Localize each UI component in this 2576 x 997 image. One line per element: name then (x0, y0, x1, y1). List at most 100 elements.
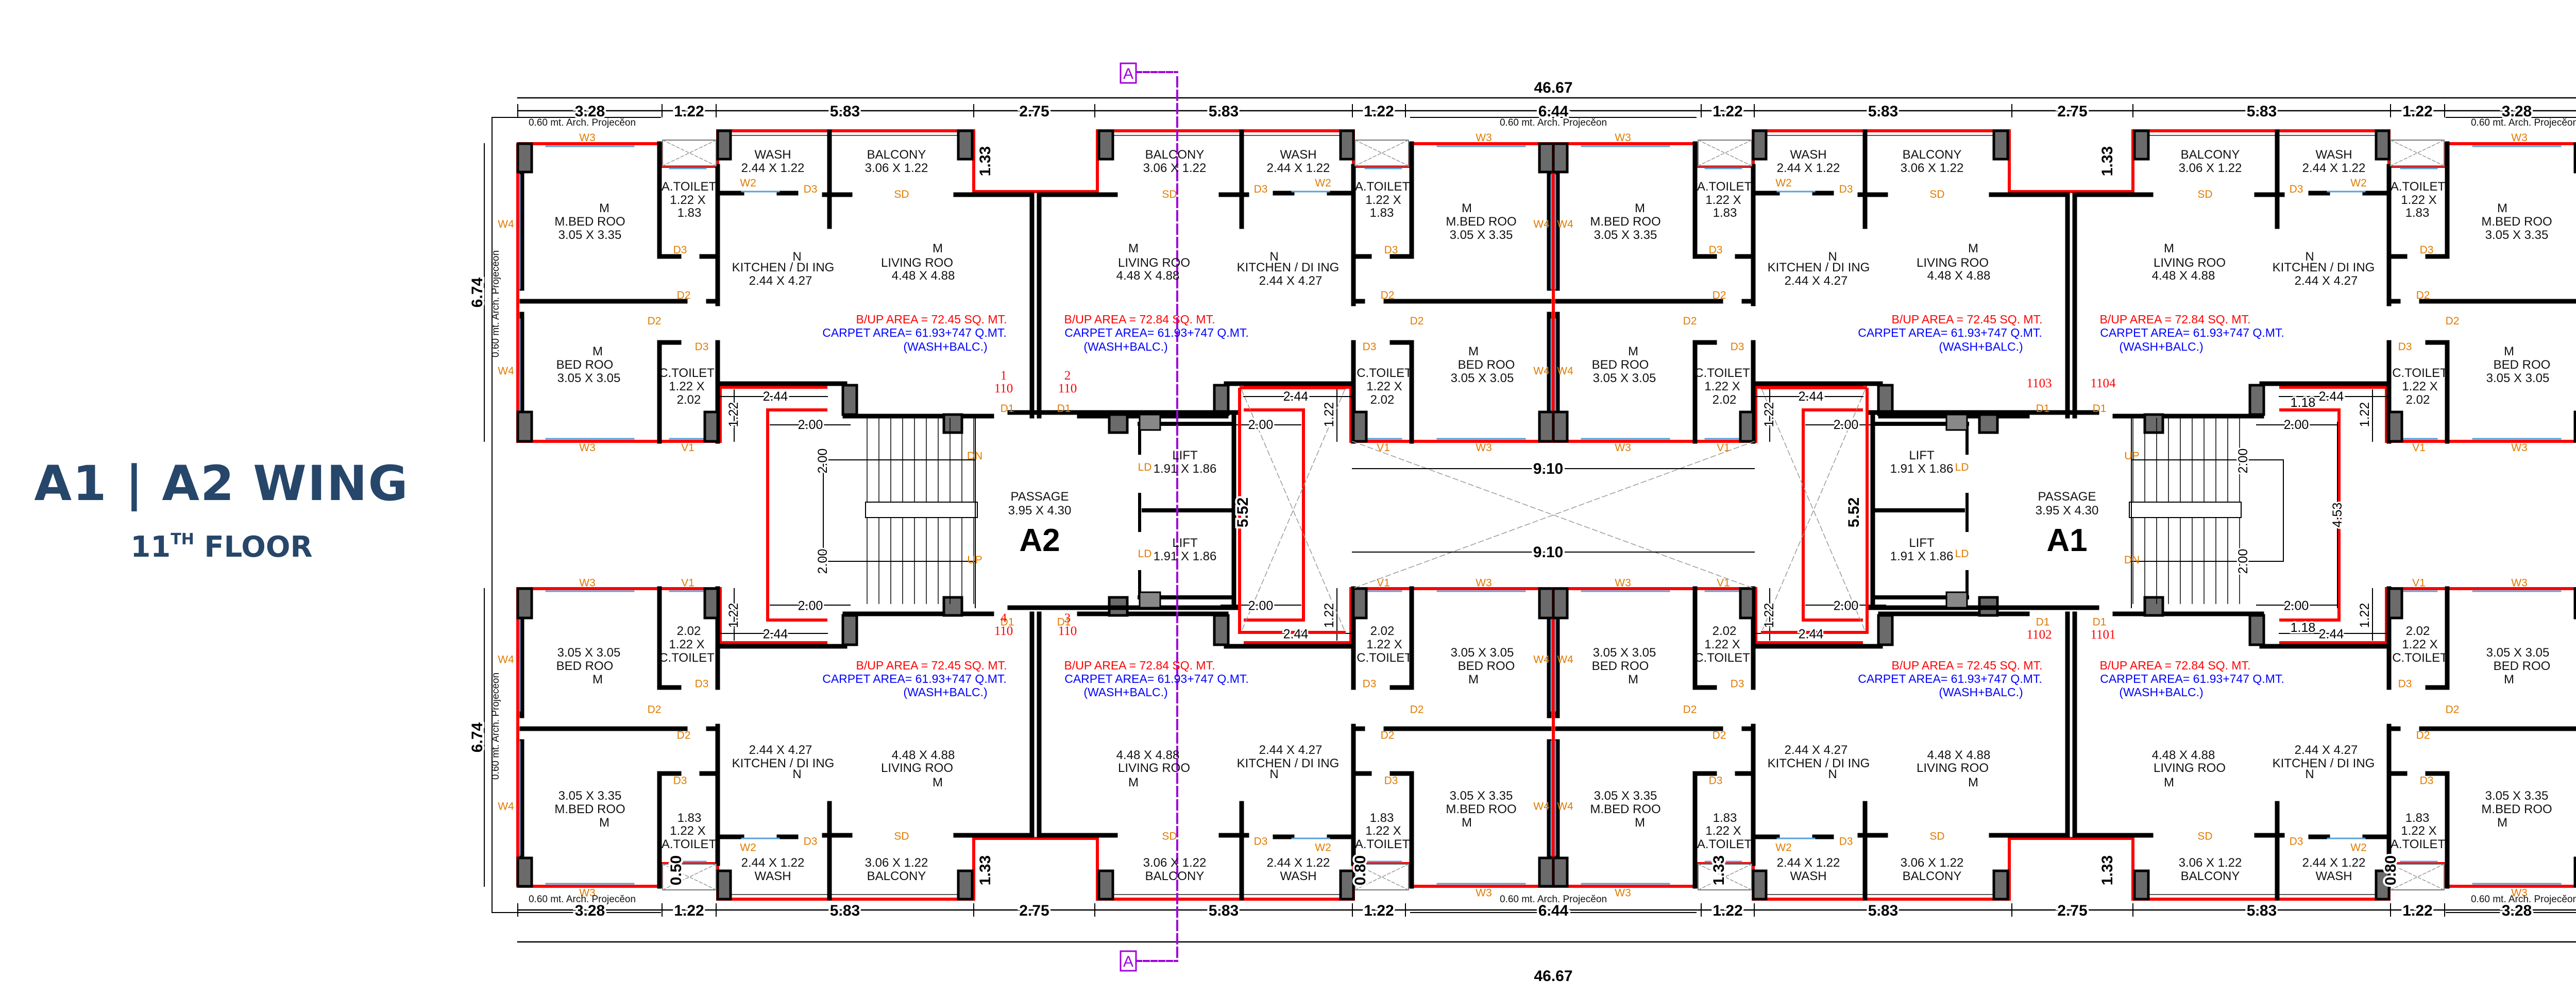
window-tag: W4 (498, 654, 514, 666)
room-tag: M (1635, 201, 1645, 215)
door-tag: D3 (804, 836, 818, 848)
carpet-area: CARPET AREA= 61.93+747 Q.MT. (822, 672, 1007, 685)
door-tag: D3 (1709, 244, 1723, 256)
stair-down-label: DN (967, 450, 982, 462)
column (2133, 869, 2150, 901)
room-size: 3.05 X 3.35 (2485, 789, 2549, 803)
void-cross (1761, 389, 1866, 631)
door-tag: D3 (2290, 183, 2303, 195)
door-tag: D1 (2093, 616, 2107, 628)
room-name-kitchen-dining: KITCHEN / DI ING (732, 757, 835, 770)
room-name-balcony: BALCONY (1145, 869, 1205, 883)
dimension-label: 1.22 (1762, 603, 1776, 628)
unit-number: 110 (994, 382, 1013, 396)
column (2375, 129, 2391, 161)
room-size: 3.05 X 3.35 (1450, 228, 1513, 242)
room-tag: M (933, 242, 943, 255)
unit-number: 110 (1058, 624, 1077, 638)
column (2387, 587, 2403, 620)
window-tag: W2 (2350, 177, 2367, 189)
room-size: 1.83 (2405, 811, 2430, 825)
window-tag: W3 (579, 442, 596, 454)
door-tag: D2 (1381, 730, 1395, 742)
core-height-dimension: 5.52 (1234, 497, 1251, 527)
room-size: 2.44 X 4.27 (2295, 743, 2358, 757)
window-tag: W4 (1557, 365, 1573, 377)
column (2248, 614, 2265, 646)
shaft-red-line (1238, 386, 1346, 634)
column (516, 410, 533, 443)
top-dimension: 6.44 (1538, 103, 1569, 120)
room-size: 3.05 X 3.05 (1593, 371, 1656, 385)
dimension-label: 2.44 (1283, 389, 1309, 404)
shaft-red-line (1761, 386, 1869, 634)
overall-width-bottom: 46.67 (1534, 968, 1572, 985)
ventilator-tag: V1 (1377, 577, 1390, 589)
room-tag: M (1462, 816, 1472, 830)
dimension-label: 1.22 (1322, 603, 1336, 628)
sliding-door-tag: SD (1929, 188, 1944, 200)
room-name-attached-toilet: A.TOILET (662, 837, 717, 851)
door-tag: D2 (677, 730, 691, 742)
column (1945, 591, 1968, 609)
window-tag: W3 (1476, 442, 1492, 454)
floor-suffix: TH (171, 530, 194, 548)
column (1552, 856, 1569, 888)
room-tag: M (1128, 242, 1139, 255)
room-size: 3.05 X 3.05 (1593, 646, 1656, 660)
room-name-wash: WASH (2315, 869, 2352, 883)
room-name-kitchen-dining: KITCHEN / DI ING (1237, 261, 1340, 274)
room-size: 1.22 X (1705, 193, 1741, 207)
door-tag: D1 (1057, 616, 1071, 628)
door-tag: D3 (1731, 341, 1744, 353)
ventilator-tag: V1 (1377, 442, 1390, 454)
room-name-common-toilet: C.TOILET (2392, 366, 2448, 380)
section-marker-top: A (1123, 65, 1133, 82)
core-height-dimension: 5.52 (1845, 497, 1862, 527)
room-size: 4.48 X 4.88 (1116, 748, 1180, 762)
room-name-balcony: BALCONY (2181, 869, 2240, 883)
top-dimension: 5.83 (830, 103, 860, 120)
overall-width-top: 46.67 (1534, 79, 1572, 96)
door-tag: D2 (1410, 704, 1424, 716)
room-tag: M (2164, 776, 2174, 789)
column (1538, 587, 1555, 620)
room-size: 1.22 X (669, 380, 704, 393)
column (516, 856, 533, 888)
column (2573, 142, 2576, 174)
column (1352, 410, 1368, 443)
stair-landing (2129, 502, 2242, 518)
room-size: 2.44 X 4.27 (749, 274, 812, 288)
window-tag: W4 (1557, 654, 1573, 666)
room-name-common-toilet: C.TOILET (659, 651, 715, 665)
built-up-area: B/UP AREA = 72.84 SQ. MT. (1064, 313, 1215, 326)
column (2133, 129, 2150, 161)
column (1552, 587, 1569, 620)
carpet-area: CARPET AREA= 61.93+747 Q.MT. (1064, 326, 1249, 339)
void-cross (1241, 389, 1345, 631)
column (1752, 869, 1768, 901)
apartment-unit-walls (1552, 515, 2071, 901)
door-tag: D3 (1731, 678, 1744, 690)
door-tag: D1 (2036, 616, 2050, 628)
core-a1 (1761, 386, 2284, 634)
stair-landing (865, 502, 978, 518)
stair-up-label: UP (2124, 450, 2139, 462)
room-name-bedroom: BED ROO (556, 358, 614, 372)
built-up-area: B/UP AREA = 72.45 SQ. MT. (856, 659, 1007, 672)
outer-red-line (2071, 515, 2576, 901)
room-name-master-bedroom: M.BED ROO (1446, 215, 1516, 229)
door-tag: D3 (1254, 836, 1268, 848)
room-size: 3.06 X 1.22 (2179, 856, 2242, 870)
window-tag: W3 (1615, 577, 1631, 589)
wing-title: A1 | A2 WING (34, 456, 409, 512)
void-cross (1352, 441, 1755, 589)
duct-cross (1354, 139, 1410, 167)
door-tag: D2 (1381, 289, 1395, 301)
apartment-unit-walls (516, 515, 1036, 901)
door-tag: D1 (2093, 403, 2107, 415)
room-size: 1.83 (1370, 811, 1394, 825)
column (2573, 410, 2576, 443)
floor-number: 11 (130, 530, 171, 564)
